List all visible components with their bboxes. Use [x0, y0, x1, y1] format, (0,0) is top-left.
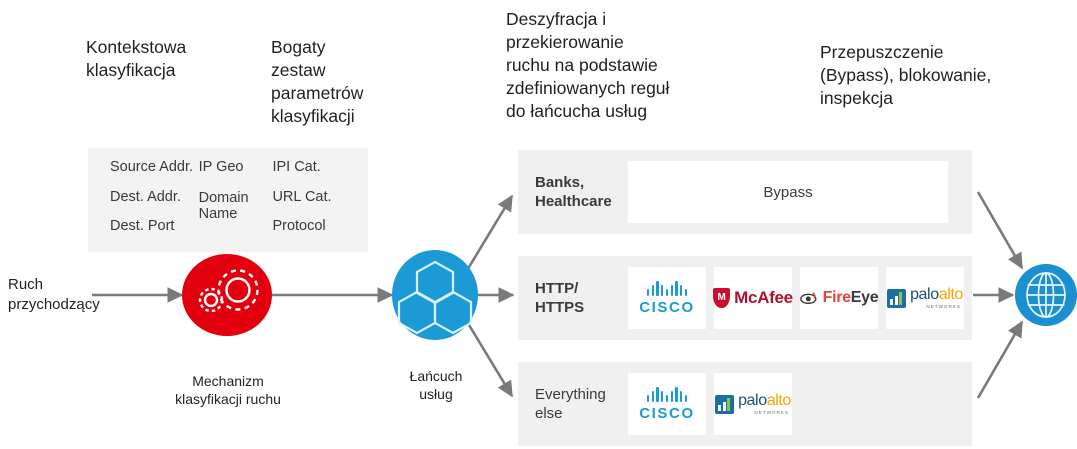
- cisco-wordmark: CISCO: [639, 298, 695, 316]
- header-contextual-classification: Kontekstowa klasyfikacja: [86, 37, 187, 81]
- cisco-logo-2: CISCO: [639, 386, 695, 422]
- cisco-bars-icon: [646, 280, 688, 296]
- paloalto-logo: paloalto NETWORKS: [887, 285, 964, 310]
- service-row-banks-healthcare: Banks, Healthcare Bypass: [518, 150, 972, 234]
- paloalto-word-alto: alto: [938, 285, 964, 303]
- paloalto-word-alto-2: alto: [766, 391, 792, 409]
- service-row-everything-else: Everything else CISCO: [518, 362, 972, 446]
- mcafee-shield-icon: [713, 288, 731, 308]
- param-dest-addr: Dest. Addr.: [110, 188, 181, 205]
- paloalto-mark-icon-2: [715, 394, 735, 414]
- param-url-cat: URL Cat.: [272, 188, 332, 205]
- service-row-label-everything-else: Everything else: [535, 385, 606, 423]
- paloalto-word-networks: NETWORKS: [926, 304, 961, 310]
- header-bypass-block-inspect: Przepuszczenie (Bypass), blokowanie, ins…: [820, 42, 992, 109]
- fireeye-word-fire: Fire: [822, 289, 851, 306]
- mcafee-wordmark: McAfee: [734, 288, 793, 307]
- paloalto-word-networks-2: NETWORKS: [754, 410, 789, 416]
- mcafee-logo: McAfee: [713, 288, 793, 308]
- paloalto-wordmark-2: paloalto NETWORKS: [738, 391, 792, 416]
- param-ipi-cat: IPI Cat.: [272, 159, 321, 175]
- vendor-tile-mcafee[interactable]: McAfee: [713, 267, 793, 329]
- service-row-http-https: HTTP/ HTTPS CISCO McAfee: [518, 256, 972, 340]
- param-dest-port: Dest. Port: [110, 218, 175, 234]
- cisco-wordmark-2: CISCO: [639, 404, 695, 422]
- service-row-label-http-https: HTTP/ HTTPS: [535, 279, 585, 317]
- service-chain-node: [392, 250, 478, 340]
- params-column-2: IP Geo Domain Name: [199, 160, 273, 242]
- cisco-bars-icon-2: [646, 386, 688, 402]
- fireeye-eye-icon: [799, 292, 817, 305]
- header-decryption-steering: Deszyfracja i przekierowanie ruchu na po…: [506, 9, 670, 122]
- paloalto-mark-icon: [887, 288, 907, 308]
- classifier-node: [182, 254, 272, 336]
- service-row-label-banks-healthcare: Banks, Healthcare: [535, 173, 612, 211]
- paloalto-wordmark: paloalto NETWORKS: [910, 285, 964, 310]
- arrow-row-everything-to-internet: [976, 320, 1024, 399]
- arrow-row-banks-to-internet: [976, 191, 1024, 270]
- bypass-label: Bypass: [763, 183, 813, 201]
- vendor-tile-cisco-2[interactable]: CISCO: [628, 373, 706, 435]
- fireeye-logo: FireEye: [799, 289, 879, 307]
- inbound-traffic-label: Ruch przychodzący: [8, 276, 100, 313]
- vendor-tile-paloalto-2[interactable]: paloalto NETWORKS: [714, 373, 792, 435]
- hexagons-icon: [397, 260, 473, 335]
- fireeye-word-eye: Eye: [850, 289, 879, 306]
- params-column-1: Source Addr. Dest. Addr. Dest. Port: [110, 160, 199, 242]
- vendor-tile-cisco[interactable]: CISCO: [628, 267, 706, 329]
- header-rich-parameter-set: Bogaty zestaw parametrów klasyfikacji: [271, 37, 364, 127]
- bypass-box: Bypass: [628, 161, 948, 223]
- paloalto-logo-2: paloalto NETWORKS: [715, 391, 792, 416]
- vendor-tile-paloalto[interactable]: paloalto NETWORKS: [886, 267, 964, 329]
- globe-icon: [1026, 272, 1066, 318]
- vendor-tile-fireeye[interactable]: FireEye: [799, 267, 879, 329]
- arrow-chain-to-row-banks: [464, 194, 514, 273]
- gears-icon: [198, 269, 259, 313]
- service-chain-caption: Łańcuch usług: [409, 368, 463, 403]
- vendor-logo-strip-everything: CISCO paloalto NETWORKS: [628, 373, 792, 435]
- params-column-3: IPI Cat. URL Cat. Protocol: [272, 160, 350, 242]
- param-protocol: Protocol: [272, 218, 326, 234]
- classifier-caption: Mechanizm klasyfikacji ruchu: [175, 373, 281, 408]
- cisco-logo: CISCO: [639, 280, 695, 316]
- internet-node: [1015, 264, 1077, 326]
- param-domain-name: Domain Name: [198, 189, 249, 222]
- paloalto-word-palo: palo: [910, 285, 939, 303]
- param-source-addr: Source Addr.: [110, 159, 194, 175]
- param-ip-geo: IP Geo: [198, 159, 244, 175]
- fireeye-wordmark: FireEye: [823, 289, 879, 307]
- paloalto-word-palo-2: palo: [738, 391, 767, 409]
- vendor-logo-strip-http: CISCO McAfee Fi: [628, 267, 964, 329]
- classification-parameters-panel: Source Addr. Dest. Addr. Dest. Port IP G…: [88, 148, 368, 252]
